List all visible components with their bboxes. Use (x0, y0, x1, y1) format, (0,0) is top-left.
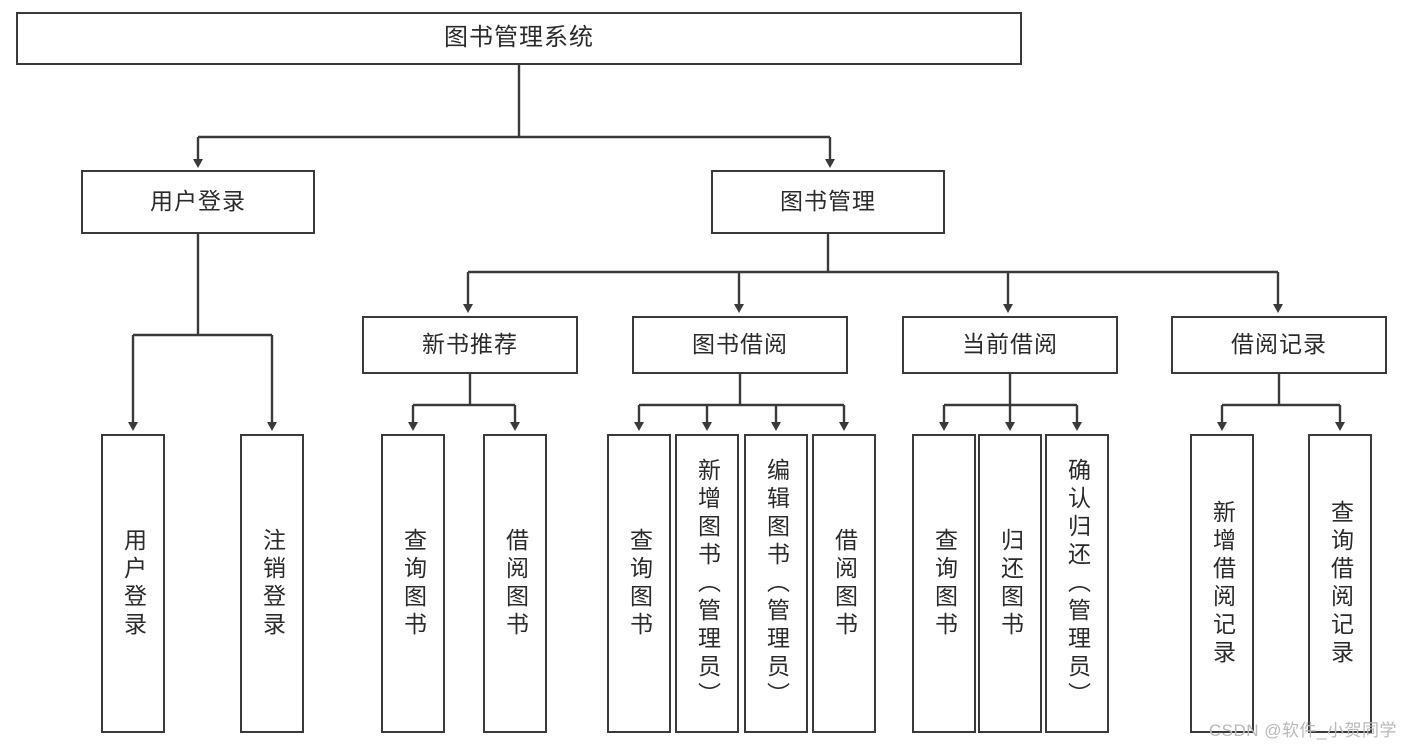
node-new-book-rec[interactable]: 新书推荐 (362, 316, 578, 374)
node-label: 借阅图书 (831, 527, 858, 640)
node-label: 新书推荐 (422, 331, 518, 358)
leaf-user-logout[interactable]: 注销登录 (240, 434, 304, 733)
node-label: 注销登录 (259, 527, 286, 640)
node-user-login[interactable]: 用户登录 (81, 170, 315, 234)
node-label: 查询图书 (931, 527, 958, 640)
node-label: 图书借阅 (692, 331, 788, 358)
node-root-system[interactable]: 图书管理系统 (16, 12, 1022, 65)
leaf-borrow-edit-book[interactable]: 编辑图书（管理员） (744, 434, 808, 733)
node-label: 编辑图书（管理员） (763, 457, 790, 710)
node-book-manage[interactable]: 图书管理 (711, 170, 945, 234)
node-label: 借阅记录 (1231, 331, 1327, 358)
node-label: 用户登录 (150, 188, 246, 215)
node-book-borrow[interactable]: 图书借阅 (632, 316, 848, 374)
node-label: 新增图书（管理员） (694, 457, 721, 710)
node-label: 确认归还（管理员） (1064, 457, 1091, 710)
node-label: 图书管理系统 (444, 24, 594, 52)
node-label: 借阅图书 (502, 527, 529, 640)
node-label: 新增借阅记录 (1209, 499, 1236, 668)
node-label: 图书管理 (780, 188, 876, 215)
node-borrow-record[interactable]: 借阅记录 (1171, 316, 1387, 374)
leaf-current-query-book[interactable]: 查询图书 (912, 434, 976, 733)
leaf-rec-query-book[interactable]: 查询图书 (381, 434, 445, 733)
leaf-current-confirm-return[interactable]: 确认归还（管理员） (1045, 434, 1109, 733)
node-label: 用户登录 (120, 527, 147, 640)
node-label: 查询图书 (626, 527, 653, 640)
node-label: 查询图书 (400, 527, 427, 640)
leaf-record-add[interactable]: 新增借阅记录 (1190, 434, 1254, 733)
node-current-borrow[interactable]: 当前借阅 (902, 316, 1118, 374)
node-label: 当前借阅 (962, 331, 1058, 358)
leaf-borrow-query-book[interactable]: 查询图书 (607, 434, 671, 733)
node-label: 归还图书 (997, 527, 1024, 640)
node-label: 查询借阅记录 (1327, 499, 1354, 668)
csdn-watermark: CSDN @软件_小贺同学 (1208, 721, 1397, 740)
leaf-rec-borrow-book[interactable]: 借阅图书 (483, 434, 547, 733)
leaf-borrow-add-book[interactable]: 新增图书（管理员） (675, 434, 739, 733)
leaf-borrow-do-borrow[interactable]: 借阅图书 (812, 434, 876, 733)
leaf-current-return-book[interactable]: 归还图书 (978, 434, 1042, 733)
leaf-record-query[interactable]: 查询借阅记录 (1308, 434, 1372, 733)
leaf-user-login[interactable]: 用户登录 (101, 434, 165, 733)
